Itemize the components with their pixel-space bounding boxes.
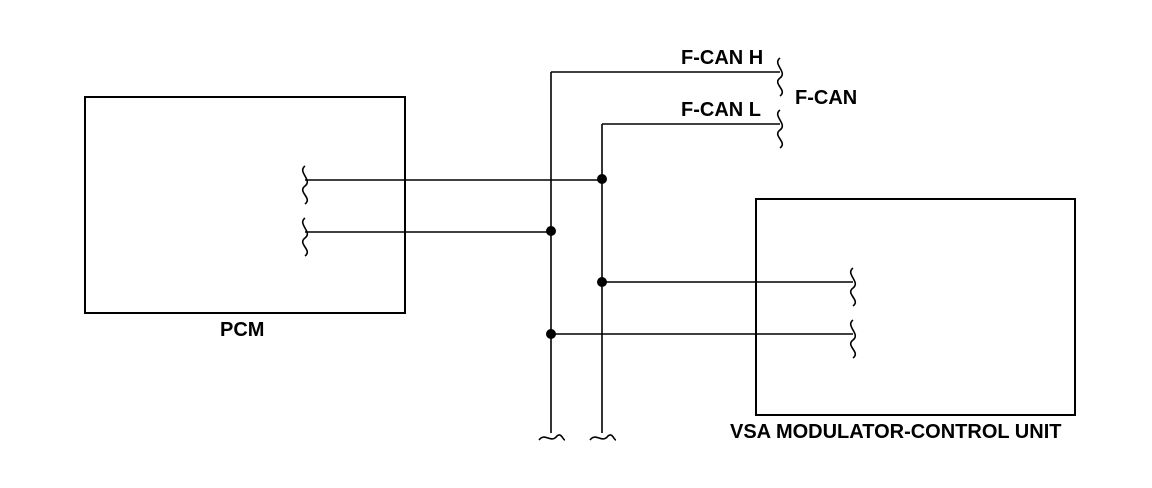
- wire-break-symbol: [301, 217, 309, 257]
- fcan-l-label: F-CAN L: [681, 99, 761, 121]
- wire-break-symbol: [301, 165, 309, 205]
- pcm-box: [84, 96, 406, 314]
- junction-dot: [597, 277, 607, 287]
- fcan-h-label: F-CAN H: [681, 47, 763, 69]
- wire-break-symbol: [849, 319, 857, 359]
- vsa-box: [755, 198, 1076, 416]
- fcan-label: F-CAN: [795, 87, 857, 109]
- junction-dot: [546, 226, 556, 236]
- wire-break-symbol: [589, 434, 617, 441]
- wire-break-symbol: [776, 109, 784, 149]
- wire-break-symbol: [776, 57, 784, 97]
- wire-break-symbol: [538, 434, 566, 441]
- junction-dot: [546, 329, 556, 339]
- vsa-label: VSA MODULATOR-CONTROL UNIT: [730, 421, 1061, 443]
- junction-dot: [597, 174, 607, 184]
- wire-break-symbol: [849, 267, 857, 307]
- pcm-label: PCM: [220, 319, 264, 341]
